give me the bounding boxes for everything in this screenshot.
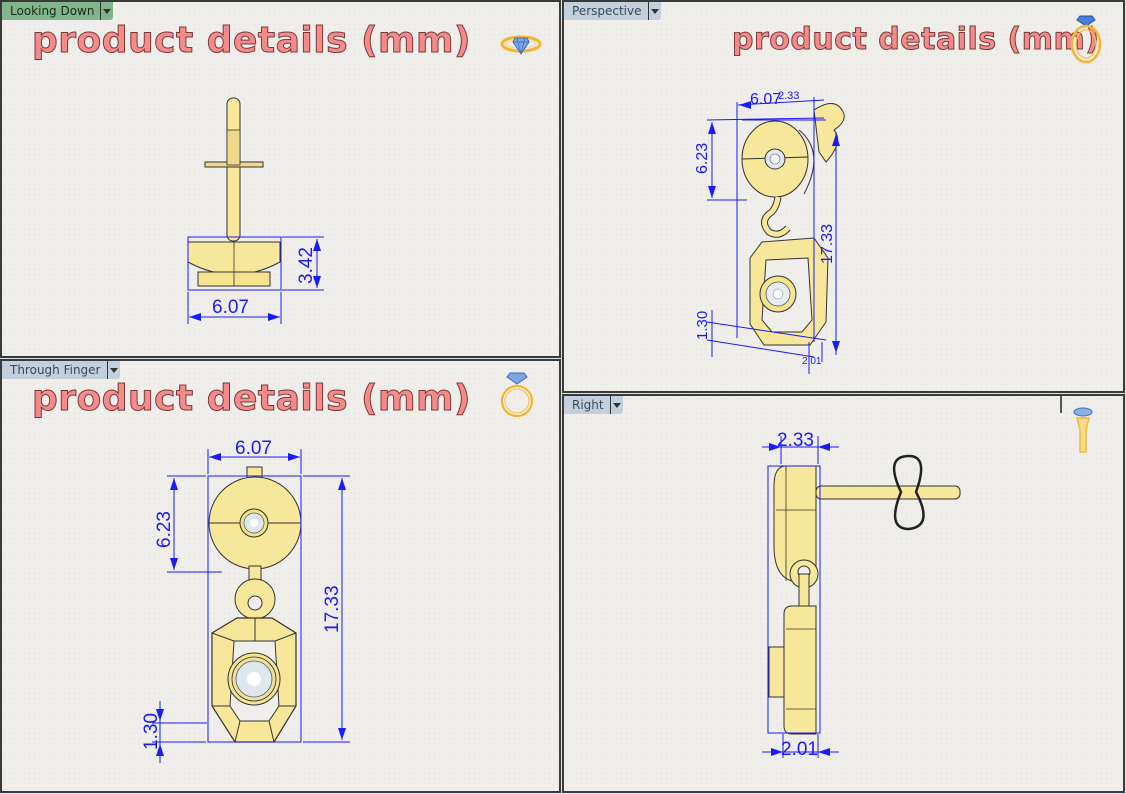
svg-text:2.01: 2.01	[802, 356, 822, 367]
product-details-title: product details (mm)	[732, 22, 1100, 58]
viewport-tab-label: Through Finger	[10, 363, 101, 377]
earring-perspective-drawing: 6.07 2.33 6.23 17.33 1.30 2.01	[694, 90, 845, 374]
earring-top-view-drawing: 3.42 6.07	[187, 97, 324, 324]
viewport-perspective[interactable]: Perspective product details (mm)	[562, 0, 1125, 393]
viewport-menu-dropdown-icon[interactable]	[609, 396, 623, 414]
svg-text:3.42: 3.42	[296, 247, 317, 284]
ring-front-view-icon[interactable]	[500, 371, 534, 421]
svg-text:6.23: 6.23	[154, 511, 175, 548]
svg-text:2.33: 2.33	[777, 430, 814, 451]
viewport-tab-label: Perspective	[572, 4, 642, 18]
svg-text:17.33: 17.33	[819, 224, 836, 264]
svg-text:2.01: 2.01	[781, 739, 818, 760]
viewport-tab-right[interactable]: Right	[564, 396, 623, 414]
ring-side-view-icon[interactable]	[1072, 406, 1094, 458]
viewport-tab-label: Right	[572, 398, 604, 412]
svg-text:2.33: 2.33	[778, 90, 799, 102]
viewport-tab-label: Looking Down	[10, 4, 95, 18]
viewport-menu-dropdown-icon[interactable]	[100, 2, 113, 20]
viewport-menu-dropdown-icon[interactable]	[647, 2, 661, 20]
ring-top-view-icon[interactable]	[500, 30, 542, 58]
svg-text:17.33: 17.33	[322, 585, 343, 633]
earring-front-view-drawing: 6.07 6.23 17.33 1.30	[141, 438, 350, 763]
svg-text:6.07: 6.07	[235, 438, 272, 459]
svg-text:6.23: 6.23	[694, 143, 711, 174]
product-details-title: product details (mm)	[32, 20, 472, 62]
svg-text:1.30: 1.30	[141, 713, 162, 750]
svg-text:6.07: 6.07	[212, 297, 249, 318]
svg-text:1.30: 1.30	[694, 311, 711, 340]
viewport-through-finger[interactable]: Through Finger product details (mm)	[0, 359, 561, 793]
ring-perspective-icon[interactable]	[1066, 12, 1106, 66]
viewport-tab-through-finger[interactable]: Through Finger	[2, 361, 120, 379]
viewport-right[interactable]: Right	[562, 394, 1125, 793]
svg-text:6.07: 6.07	[750, 91, 781, 108]
viewport-menu-dropdown-icon[interactable]	[106, 361, 120, 379]
viewport-looking-down[interactable]: Looking Down product details (mm) 3.42 6…	[0, 0, 561, 358]
viewport-tab-looking-down[interactable]: Looking Down	[2, 2, 114, 20]
viewport-divider	[1060, 396, 1062, 413]
earring-side-view-drawing: 2.33 2.01	[762, 430, 961, 760]
viewport-tab-perspective[interactable]: Perspective	[564, 2, 661, 20]
product-details-title: product details (mm)	[32, 378, 472, 420]
